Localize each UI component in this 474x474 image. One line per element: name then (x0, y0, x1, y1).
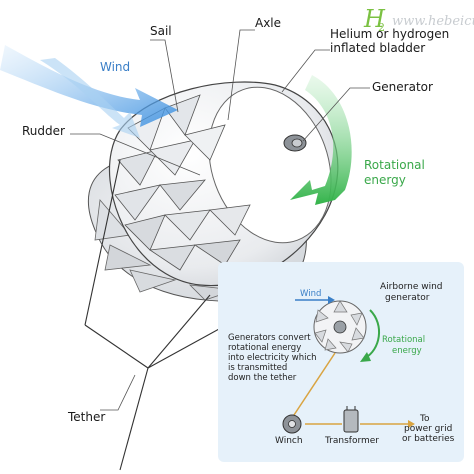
wind-arrow (0, 45, 178, 127)
wind-arrow-lower (40, 58, 140, 138)
inset-mini-rotor (313, 300, 367, 354)
sail-label: Sail (150, 24, 172, 38)
sail-blades (114, 94, 251, 271)
rotor-main-body (108, 81, 339, 287)
inset-panel (218, 262, 464, 462)
rotational-energy-label-line1: Rotational (364, 158, 425, 172)
inset-rotational-line2: energy (392, 346, 422, 356)
inset-rotational-line1: Rotational (382, 335, 426, 345)
inset-wind-arrowhead (328, 296, 335, 304)
winch-icon (282, 414, 302, 434)
generator-hub (283, 134, 307, 152)
inset-wind-label: Wind (300, 289, 322, 299)
inset-note-line-5: down the tether (228, 373, 297, 383)
rudder-label: Rudder (22, 124, 65, 138)
inset-winch-label: Winch (275, 436, 303, 446)
svg-text:H: H (363, 5, 386, 33)
inset-note-line-2: rotational energy (228, 343, 302, 353)
inset-transformer-label: Transformer (325, 436, 380, 446)
inset-title-line1: Airborne wind (380, 282, 443, 292)
rotational-energy-arrow (290, 75, 352, 205)
svg-text:2: 2 (378, 21, 385, 34)
bladder-label-line1: Helium or hydrogen (330, 27, 450, 41)
inset-note-line-1: Generators convert (228, 333, 311, 343)
wind-label: Wind (100, 60, 131, 74)
rotational-energy-label-line2: energy (364, 173, 406, 187)
axle-label: Axle (255, 16, 282, 30)
transformer-icon (343, 406, 359, 433)
inset-grid-arrowhead (408, 420, 415, 428)
inset-rotational-arrowhead (360, 352, 371, 362)
inset-to-line1: To (420, 414, 430, 424)
watermark-logo: H 2 www.hebeicu.cn (363, 5, 474, 34)
leader-lines (70, 29, 370, 411)
generator-label: Generator (372, 80, 433, 94)
tether-label: Tether (68, 410, 106, 424)
svg-text:www.hebeicu.cn: www.hebeicu.cn (392, 14, 474, 29)
inset-tether-line (291, 352, 336, 419)
inset-note-line-3: into electricity which (228, 353, 317, 363)
bladder-label-line2: inflated bladder (330, 41, 426, 55)
inset-title-line2: generator (385, 293, 430, 303)
inset-to-line3: or batteries (402, 434, 455, 444)
inset-note-line-4: is transmitted (228, 363, 288, 373)
inset-to-line2: power grid (404, 424, 453, 434)
